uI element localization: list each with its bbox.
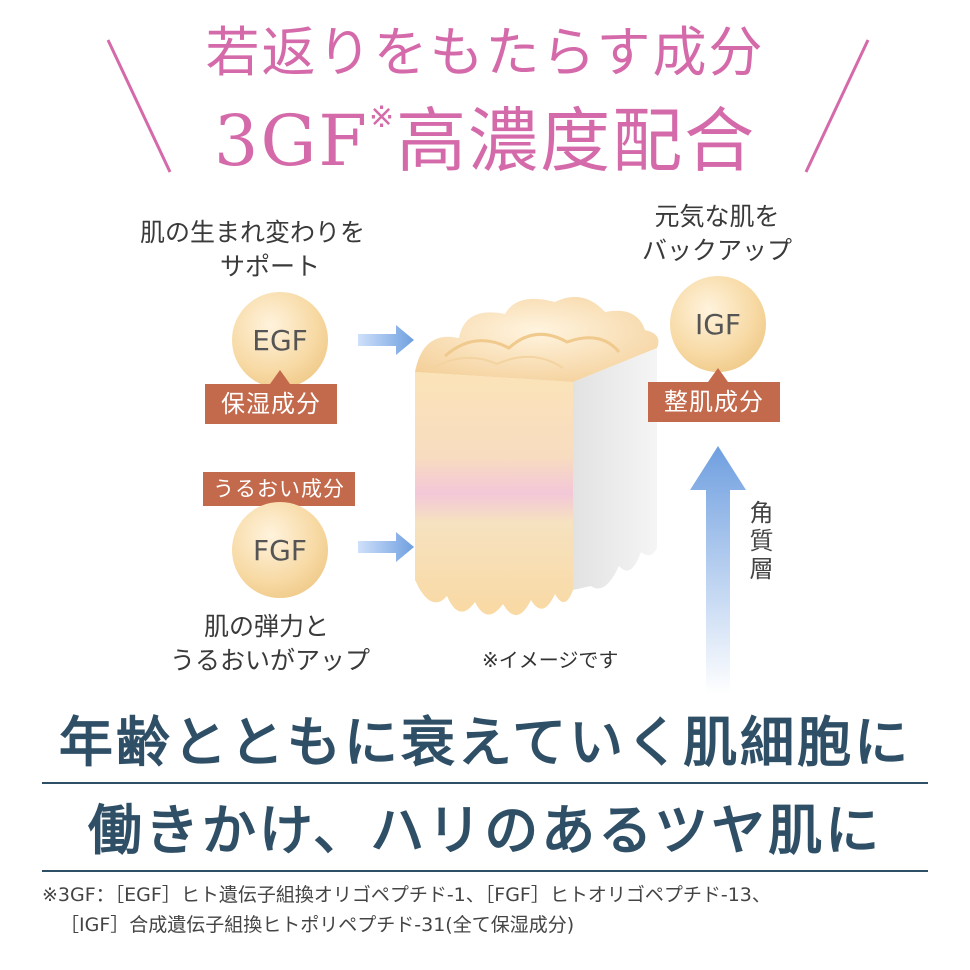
headline-line-2: 働きかけ、ハリのあるツヤ肌に <box>87 798 883 862</box>
igf-tag: 整肌成分 <box>648 382 780 422</box>
headline-divider-1 <box>42 782 928 784</box>
title-mark: ※ <box>368 100 397 135</box>
skin-cube-illustration <box>415 296 659 616</box>
left-slash <box>106 39 172 173</box>
stratum-corneum-label: 角質層 <box>745 500 773 584</box>
up-arrow-icon <box>690 446 746 694</box>
igf-caption: 元気な肌を バックアップ <box>641 202 792 265</box>
egf-tag-pointer <box>270 370 290 384</box>
headline-line-1: 年齢とともに衰えていく肌細胞に <box>58 710 912 774</box>
title-high-concentration: 高濃度配合 <box>396 100 757 182</box>
title-line-2: 3GF※高濃度配合 <box>0 98 970 184</box>
title-slashes <box>106 39 870 173</box>
fgf-tag: うるおい成分 <box>203 472 355 506</box>
right-slash <box>804 39 870 173</box>
title-3gf: 3GF <box>213 100 369 182</box>
headline-divider-2 <box>42 870 928 872</box>
title-line-1: 若返りをもたらす成分 <box>205 21 765 84</box>
egf-tag: 保湿成分 <box>205 384 337 424</box>
fgf-caption: 肌の弾力と うるおいがアップ <box>170 612 371 675</box>
egf-caption: 肌の生まれ変わりを サポート <box>140 218 366 281</box>
fgf-arrow-icon <box>358 532 414 562</box>
igf-circle: IGF <box>670 276 766 372</box>
igf-tag-pointer <box>708 368 728 382</box>
footnote: ※3GF：［EGF］ヒト遺伝子組換オリゴペプチド-1、［FGF］ヒトオリゴペプチ… <box>42 884 771 936</box>
image-note: ※イメージです <box>482 648 619 672</box>
egf-arrow-icon <box>358 325 414 355</box>
fgf-circle: FGF <box>232 502 328 598</box>
